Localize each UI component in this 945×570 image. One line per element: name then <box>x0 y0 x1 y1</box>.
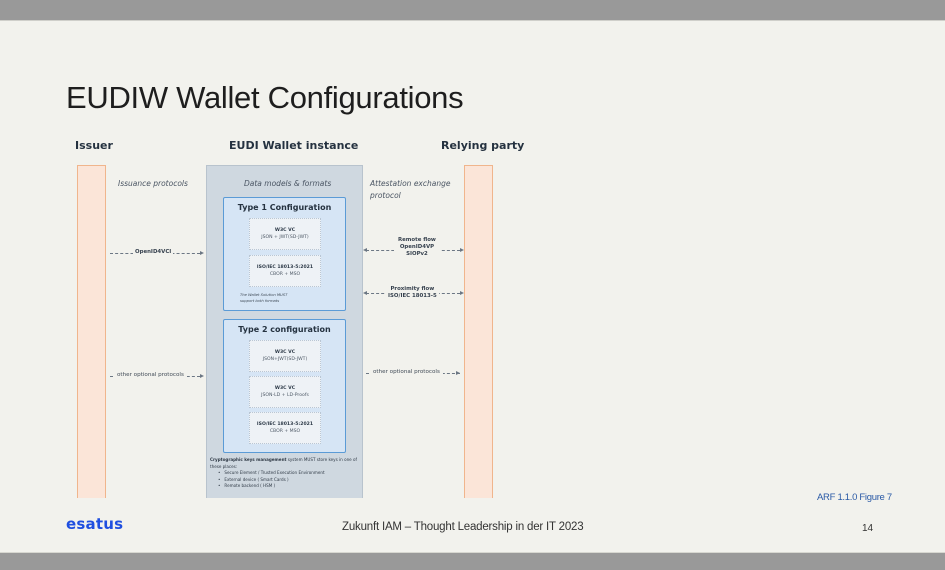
arrow-right-icon <box>200 374 204 378</box>
key-management-lead-bold: Cryptographic keys management <box>210 457 287 462</box>
proximity-flow-label: Proximity flow ISO/IEC 18013-5 <box>386 286 439 301</box>
format-encoding: JSON-LD + LD-Proofs <box>261 393 309 398</box>
type1-title: Type 1 Configuration <box>237 203 332 212</box>
data-models-label: Data models & formats <box>244 179 332 188</box>
issuance-protocols-label: Issuance protocols <box>118 179 188 188</box>
format-name: W3C VC <box>274 386 296 391</box>
arrow-left-icon <box>363 248 367 252</box>
remote-flow-protocol-1: OpenID4VP <box>399 244 435 251</box>
top-bar <box>0 0 945 21</box>
arrow-right-icon <box>460 248 464 252</box>
remote-flow-protocol-2: SIOPv2 <box>406 251 428 258</box>
openid4vci-label: OpenID4VCI <box>133 249 174 257</box>
remote-flow-label: Remote flow OpenID4VP SIOPv2 <box>394 237 440 259</box>
proximity-flow-protocol: ISO/IEC 18013-5 <box>388 293 437 300</box>
type2-format-w3c-ld: W3C VC JSON-LD + LD-Proofs <box>249 376 321 408</box>
format-encoding: JSON + JWT(SD-JWT) <box>261 235 309 240</box>
type2-format-iso: ISO/IEC 18013-5:2021 CBOR + MSO <box>249 412 321 444</box>
issuer-other-protocols-label: other optional protocols <box>114 372 187 380</box>
wallet-heading: EUDI Wallet instance <box>229 139 359 152</box>
format-encoding: CBOR + MSO <box>269 429 301 434</box>
relying-party-heading: Relying party <box>441 139 525 152</box>
format-encoding: JSON+JWT(SD-JWT) <box>262 357 308 362</box>
key-storage-item: Remote backend ( HSM ) <box>218 483 360 490</box>
rp-other-protocols-label: other optional protocols <box>370 369 443 377</box>
key-management-lead-rest: system MUST store keys in one of these p… <box>210 457 357 469</box>
issuer-heading: Issuer <box>75 139 113 152</box>
esatus-logo: esatus <box>66 515 124 533</box>
attestation-label-line2: protocol <box>370 191 401 200</box>
format-encoding: CBOR + MSO <box>269 272 301 277</box>
type1-format-w3c: W3C VC JSON + JWT(SD-JWT) <box>249 218 321 250</box>
attestation-label-line1: Attestation exchange <box>370 179 451 188</box>
issuer-lane <box>77 165 106 498</box>
arrow-left-icon <box>363 291 367 295</box>
bottom-bar <box>0 552 945 570</box>
format-name: W3C VC <box>274 228 296 233</box>
figure-reference: ARF 1.1.0 Figure 7 <box>817 492 892 503</box>
key-storage-item: Secure Element / Trusted Execution Envir… <box>218 470 360 477</box>
type2-format-w3c-jwt: W3C VC JSON+JWT(SD-JWT) <box>249 340 321 372</box>
format-name: W3C VC <box>274 350 296 355</box>
key-management-lead: Cryptographic keys management system MUS… <box>210 457 360 470</box>
remote-flow-title: Remote flow <box>398 237 436 243</box>
footer-text: Zukunft IAM – Thought Leadership in der … <box>342 521 584 533</box>
type1-configuration-box: Type 1 Configuration W3C VC JSON + JWT(S… <box>223 197 346 311</box>
page-number: 14 <box>862 523 874 534</box>
format-name: ISO/IEC 18013-5:2021 <box>256 265 314 270</box>
proximity-flow-title: Proximity flow <box>390 286 435 292</box>
slide-title: EUDIW Wallet Configurations <box>66 80 464 115</box>
arrow-right-icon <box>456 371 460 375</box>
arrow-right-icon <box>200 251 204 255</box>
key-storage-item: External device ( Smart Cards ) <box>218 477 360 484</box>
type1-format-iso: ISO/IEC 18013-5:2021 CBOR + MSO <box>249 255 321 287</box>
type2-title: Type 2 configuration <box>238 325 331 334</box>
relying-party-lane <box>464 165 493 498</box>
key-management-note: Cryptographic keys management system MUS… <box>210 457 360 490</box>
key-storage-list: Secure Element / Trusted Execution Envir… <box>210 470 360 490</box>
type2-configuration-box: Type 2 configuration W3C VC JSON+JWT(SD-… <box>223 319 346 453</box>
type1-note: The Wallet Solution MUST support both fo… <box>240 293 288 303</box>
arrow-right-icon <box>460 291 464 295</box>
format-name: ISO/IEC 18013-5:2021 <box>256 422 314 427</box>
